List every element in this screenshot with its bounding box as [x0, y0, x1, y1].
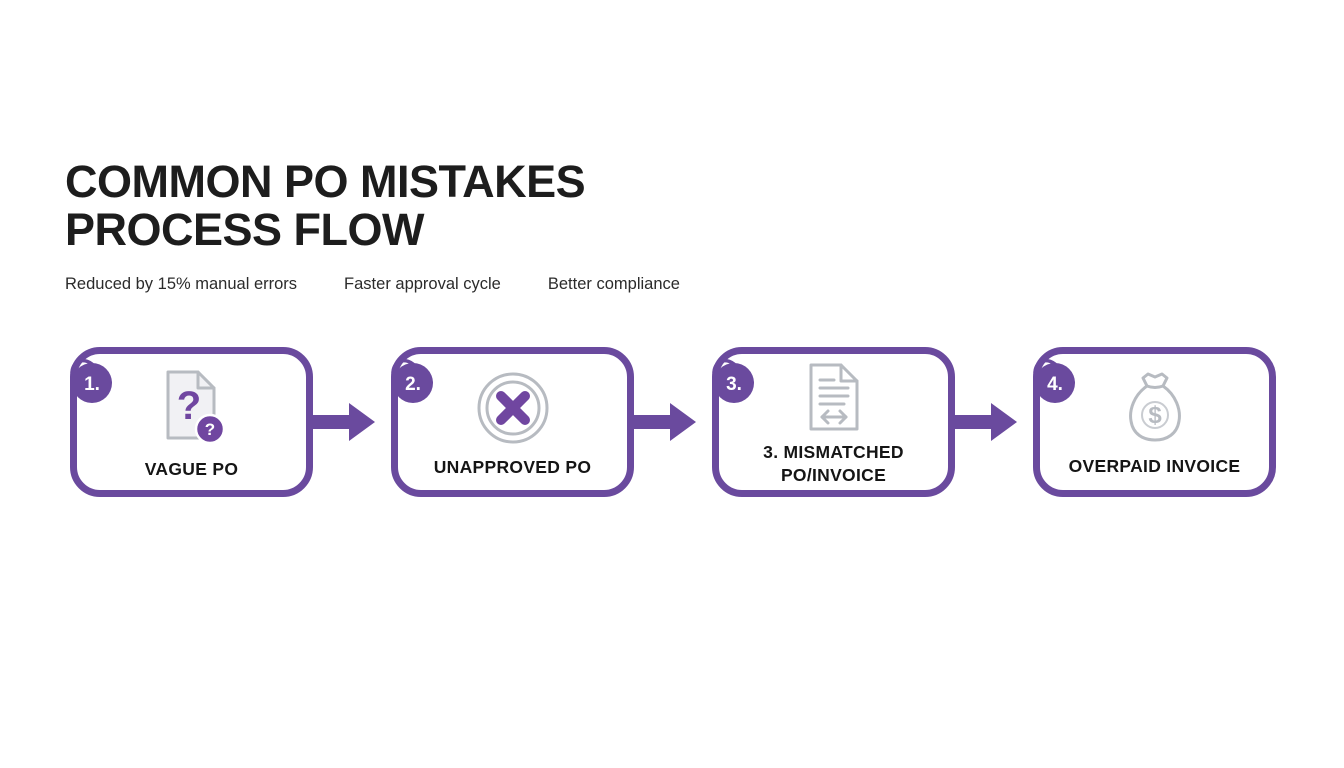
- page-title-line-2: PROCESS FLOW: [65, 204, 425, 255]
- process-flow: 1. ? ? VAGUE PO 2.: [70, 347, 1276, 497]
- flow-arrow-3: [955, 398, 1033, 446]
- question-mark-small-glyph: ?: [204, 420, 214, 439]
- arrow-right-icon: [313, 403, 375, 441]
- question-mark-glyph: ?: [176, 384, 200, 428]
- money-bag-icon: $: [1128, 372, 1181, 442]
- arrow-right-icon: [955, 403, 1017, 441]
- flow-step-vague-po: 1. ? ? VAGUE PO: [70, 347, 313, 497]
- step-number-label: 4.: [1047, 374, 1063, 395]
- flow-arrow-2: [634, 398, 712, 446]
- dollar-sign-glyph: $: [1148, 402, 1162, 429]
- flow-step-unapproved-po: 2. UNAPPROVED PO: [391, 347, 634, 497]
- step-number-label: 2.: [405, 374, 421, 395]
- arrow-right-icon: [634, 403, 696, 441]
- step-label: VAGUE PO: [144, 459, 239, 480]
- flow-step-mismatched-po-invoice: 3. 3. MISMATCHED PO/INVOICE: [712, 347, 955, 497]
- page-title: COMMON PO MISTAKES PROCESS FLOW: [65, 158, 680, 254]
- step-number-badge: 1.: [70, 359, 112, 403]
- subtitle-approval-cycle: Faster approval cycle: [344, 275, 501, 293]
- step-label: OVERPAID INVOICE: [1068, 456, 1241, 477]
- subtitle-manual-errors: Reduced by 15% manual errors: [65, 275, 298, 293]
- step-number-badge: 3.: [712, 359, 754, 403]
- step-label: 3. MISMATCHED PO/INVOICE: [763, 442, 904, 485]
- subtitle-row: Reduced by 15% manual errors Faster appr…: [65, 275, 680, 294]
- flow-arrow-1: [313, 398, 391, 446]
- step-number-label: 1.: [84, 374, 100, 395]
- page-title-line-1: COMMON PO MISTAKES: [65, 156, 586, 207]
- circle-cross-icon: [477, 372, 548, 444]
- step-label: UNAPPROVED PO: [433, 457, 592, 478]
- step-number-badge: 2.: [391, 359, 433, 403]
- document-question-icon: ? ?: [166, 370, 225, 445]
- step-number-label: 3.: [726, 374, 742, 395]
- subtitle-compliance: Better compliance: [547, 275, 680, 293]
- header: COMMON PO MISTAKES PROCESS FLOW Reduced …: [65, 158, 680, 294]
- document-mismatch-icon: [809, 363, 858, 431]
- flow-step-overpaid-invoice: 4. $ OVERPAID INVOICE: [1033, 347, 1276, 497]
- step-number-badge: 4.: [1033, 359, 1075, 403]
